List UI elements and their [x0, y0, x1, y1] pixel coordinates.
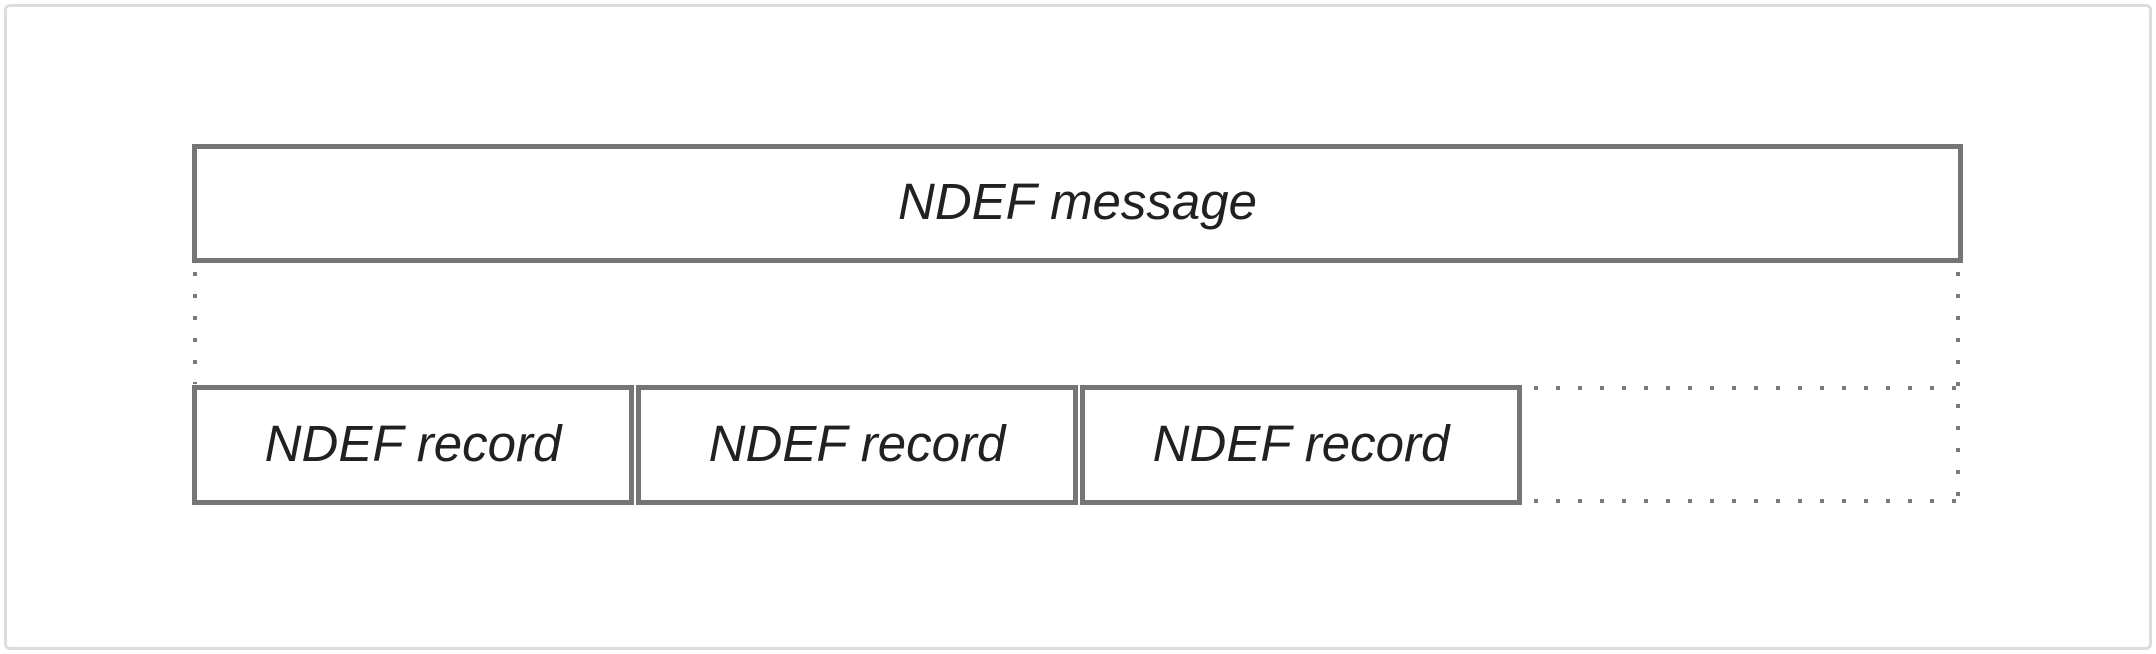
ndef-record-label: NDEF record	[264, 414, 562, 472]
dotted-connector-right	[1956, 272, 1960, 502]
ndef-records-row: NDEF record NDEF record NDEF record	[192, 385, 1522, 505]
ndef-message-label: NDEF message	[897, 173, 1258, 230]
dotted-connector-bottom	[1534, 499, 1956, 503]
ndef-record-label: NDEF record	[708, 414, 1006, 472]
ndef-record-label: NDEF record	[1152, 414, 1450, 472]
figure-frame	[4, 4, 2152, 650]
ndef-record-box: NDEF record	[192, 385, 634, 505]
ndef-record-box: NDEF record	[636, 385, 1078, 505]
dotted-connector-top	[1534, 386, 1956, 390]
ndef-record-box: NDEF record	[1080, 385, 1522, 505]
dotted-connector-left	[193, 272, 197, 384]
ndef-message-box: NDEF message	[192, 144, 1963, 263]
